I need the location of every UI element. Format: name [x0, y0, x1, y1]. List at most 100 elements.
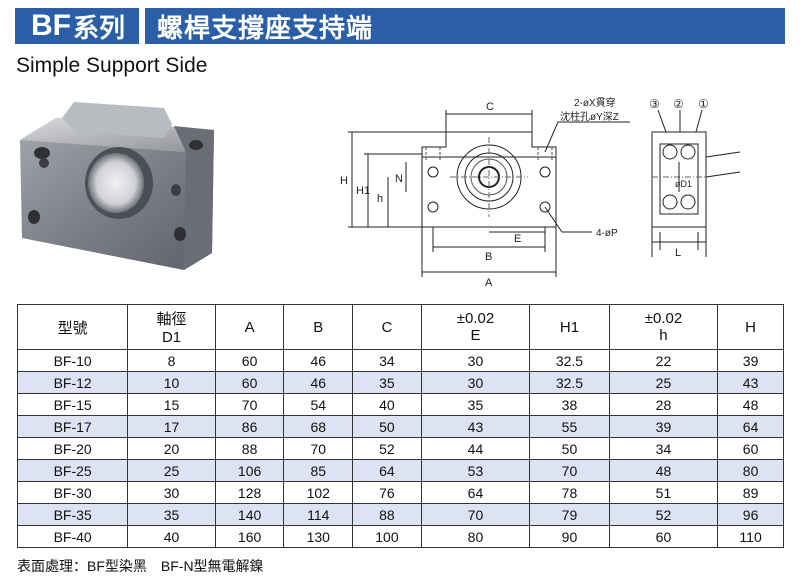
table-cell: 28 — [608, 393, 719, 416]
table-cell: 100 — [352, 525, 422, 548]
dim-h-label: H — [340, 175, 348, 187]
table-cell: 17 — [127, 415, 216, 438]
table-cell: 32.5 — [529, 371, 610, 394]
table-cell: 70 — [283, 437, 354, 460]
table-cell: 43 — [420, 415, 531, 438]
table-cell: 60 — [214, 371, 285, 394]
series-code: BF — [31, 9, 71, 42]
hole-note-2: 沈柱孔øY深Z — [560, 110, 619, 123]
table-cell: 25 — [127, 459, 216, 482]
table-cell: 54 — [283, 393, 354, 416]
table-cell: 52 — [608, 503, 719, 526]
table-cell: 76 — [352, 481, 422, 504]
table-cell: 64 — [420, 481, 531, 504]
pin-note: 4-øP — [596, 228, 618, 239]
table-cell: 130 — [283, 525, 354, 548]
column-header: B — [283, 304, 354, 350]
table-cell: 30 — [420, 349, 531, 372]
table-cell: 30 — [420, 371, 531, 394]
table-cell: BF-12 — [16, 371, 129, 394]
series-badge: BF 系列 — [15, 8, 140, 44]
table-cell: 60 — [608, 525, 719, 548]
table-cell: 160 — [214, 525, 285, 548]
table-cell: 85 — [283, 459, 354, 482]
table-cell: 70 — [214, 393, 285, 416]
table-cell: 10 — [127, 371, 216, 394]
table-cell: 46 — [283, 349, 354, 372]
table-cell: 20 — [127, 437, 216, 460]
callout-1: ① — [698, 97, 709, 111]
dim-e-label: E — [514, 233, 521, 245]
dim-a-label: A — [485, 277, 493, 289]
dim-b-label: B — [485, 251, 492, 263]
table-cell: 40 — [352, 393, 422, 416]
table-cell: 35 — [352, 371, 422, 394]
table-cell: 39 — [717, 349, 784, 372]
page-header: BF 系列 螺桿支撐座支持端 — [15, 6, 785, 46]
hole-note-1: 2-øX貫穿 — [574, 96, 616, 109]
table-cell: 79 — [529, 503, 610, 526]
column-header: C — [352, 304, 422, 350]
table-cell: 25 — [608, 371, 719, 394]
table-cell: 15 — [127, 393, 216, 416]
table-cell: 64 — [717, 415, 784, 438]
table-cell: 102 — [283, 481, 354, 504]
table-cell: BF-40 — [16, 525, 129, 548]
table-cell: 34 — [608, 437, 719, 460]
table-cell: 40 — [127, 525, 216, 548]
table-cell: 48 — [608, 459, 719, 482]
table-cell: 96 — [717, 503, 784, 526]
table-cell: 68 — [283, 415, 354, 438]
table-cell: BF-15 — [16, 393, 129, 416]
dim-l-label: L — [675, 247, 681, 259]
table-cell: BF-35 — [16, 503, 129, 526]
table-cell: 140 — [214, 503, 285, 526]
product-photo — [20, 102, 214, 270]
column-header: H — [717, 304, 784, 350]
table-cell: 44 — [420, 437, 531, 460]
table-cell: 48 — [717, 393, 784, 416]
table-cell: 89 — [717, 481, 784, 504]
table-cell: BF-20 — [16, 437, 129, 460]
table-cell: 39 — [608, 415, 719, 438]
dim-hsmall-label: h — [377, 193, 383, 205]
column-header: 型號 — [16, 304, 129, 350]
table-cell: 30 — [127, 481, 216, 504]
table-cell: 80 — [420, 525, 531, 548]
table-cell: BF-30 — [16, 481, 129, 504]
table-cell: 70 — [529, 459, 610, 482]
table-cell: 80 — [717, 459, 784, 482]
surface-treatment-note: 表面處理：BF型染黑 BF-N型無電解鎳 — [17, 558, 264, 574]
table-cell: 70 — [420, 503, 531, 526]
table-cell: 32.5 — [529, 349, 610, 372]
table-cell: 50 — [352, 415, 422, 438]
callout-3: ③ — [649, 97, 660, 111]
table-cell: 88 — [214, 437, 285, 460]
dim-c-label: C — [486, 101, 494, 113]
table-cell: 55 — [529, 415, 610, 438]
table-cell: 38 — [529, 393, 610, 416]
table-cell: 78 — [529, 481, 610, 504]
dim-n-label: N — [395, 173, 403, 185]
series-suffix: 系列 — [73, 12, 126, 43]
table-cell: 46 — [283, 371, 354, 394]
table-cell: 86 — [214, 415, 285, 438]
technical-drawing: C H H1 h N B E A 2-øX貫穿 沈柱孔øY深Z 4-øP ③ ②… — [340, 96, 741, 289]
column-header: H1 — [529, 304, 610, 350]
table-cell: 60 — [717, 437, 784, 460]
table-cell: 34 — [352, 349, 422, 372]
table-cell: 88 — [352, 503, 422, 526]
table-cell: BF-25 — [16, 459, 129, 482]
table-cell: 35 — [127, 503, 216, 526]
table-cell: BF-10 — [16, 349, 129, 372]
table-cell: 51 — [608, 481, 719, 504]
